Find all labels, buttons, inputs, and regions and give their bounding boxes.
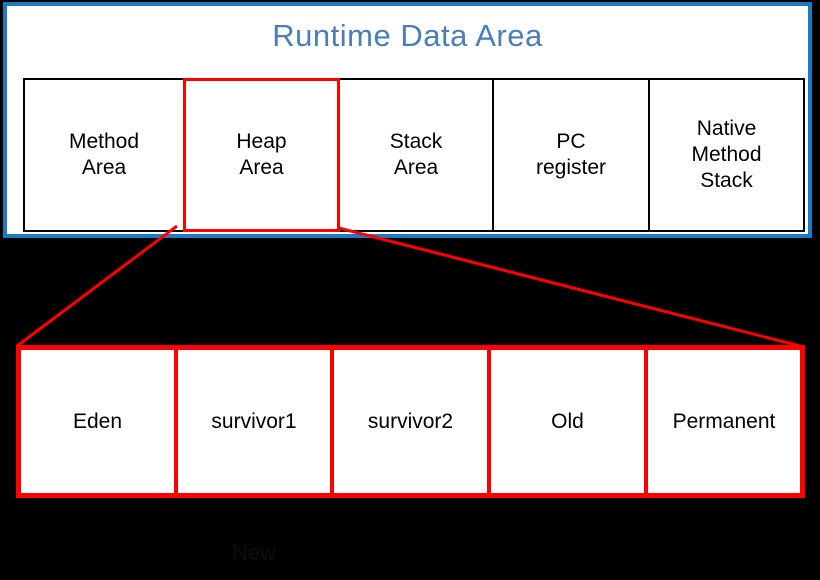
memory-area-pc-register[interactable]: PC register [492, 78, 650, 232]
memory-area-stack[interactable]: Stack Area [338, 78, 494, 232]
memory-area-stack-label: Stack Area [389, 130, 443, 179]
heap-generation-old[interactable]: Old [491, 350, 648, 493]
memory-area-native-method-stack-label: Native Method Stack [691, 117, 762, 192]
memory-area-pc-register-label: PC register [535, 130, 607, 179]
heap-generation-survivor2-label: survivor2 [367, 409, 454, 433]
memory-area-heap[interactable]: Heap Area [183, 78, 340, 232]
runtime-area-row: Method Area Heap Area Stack Area PC regi… [23, 78, 808, 232]
heap-generation-survivor1[interactable]: survivor1 [178, 350, 334, 493]
memory-area-method[interactable]: Method Area [23, 78, 185, 232]
heap-generation-permanent[interactable]: Permanent [648, 350, 800, 493]
heap-generation-eden-label: Eden [72, 409, 123, 433]
memory-area-native-method-stack[interactable]: Native Method Stack [648, 78, 805, 232]
heap-generation-eden[interactable]: Eden [21, 350, 178, 493]
runtime-data-area-panel: Runtime Data Area Method Area Heap Area … [3, 2, 812, 238]
connector-line-right [330, 224, 805, 349]
new-generation-caption: New [232, 540, 277, 565]
heap-generation-old-label: Old [551, 409, 584, 433]
memory-area-heap-label: Heap Area [236, 130, 287, 179]
page-title: Runtime Data Area [272, 18, 543, 53]
heap-generation-survivor2[interactable]: survivor2 [334, 350, 491, 493]
heap-generation-permanent-label: Permanent [672, 409, 776, 433]
heap-detail-row: Eden survivor1 survivor2 Old Permanent [16, 345, 805, 498]
connector-line-left [16, 224, 178, 348]
memory-area-method-label: Method Area [68, 130, 140, 179]
heap-generation-survivor1-label: survivor1 [211, 409, 297, 433]
